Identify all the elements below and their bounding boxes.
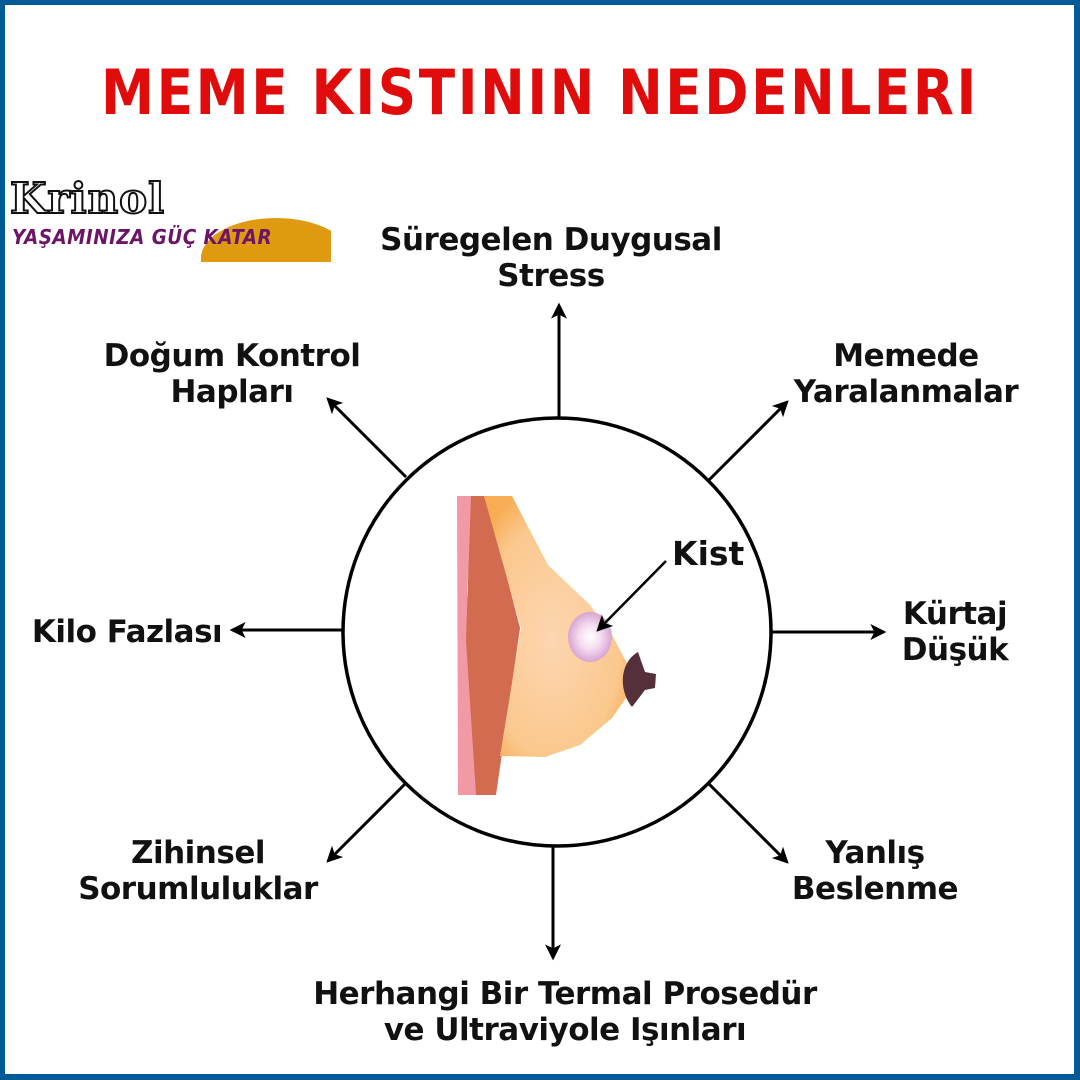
breast-illustration [457,496,656,795]
cause-label-right: Kürtaj Düşük [901,596,1009,668]
cause-label-bottom-left: Zihinsel Sorumluluklar [78,835,318,907]
brand-logo: Krinol YAŞAMINIZA GÜÇ KATAR [8,173,331,264]
arrow-down-right [706,781,789,864]
cause-label-top-right: Memede Yaralanmalar [793,338,1019,410]
arrow-up-left [326,397,408,479]
nipple-shape [622,652,656,707]
cause-label-top: Süregelen Duygusal Stress [380,222,722,294]
arrow-down-left [326,781,408,863]
logo-tagline: YAŞAMINIZA GÜÇ KATAR [12,225,273,249]
arrow-up-right [706,400,789,483]
cyst-shape [568,612,612,662]
cause-label-bottom-right: Yanlış Beslenme [791,835,959,907]
cause-label-bottom: Herhangi Bir Termal Prosedür ve Ultraviy… [313,976,817,1048]
cyst-callout-arrow [596,560,667,632]
logo-name: Krinol [9,173,166,224]
cause-label-left: Kilo Fazlası [31,614,223,650]
cyst-label: Kist [672,534,745,573]
cause-label-top-left: Doğum Kontrol Hapları [103,338,361,410]
page-title: MEME KISTININ NEDENLERI [101,56,979,129]
